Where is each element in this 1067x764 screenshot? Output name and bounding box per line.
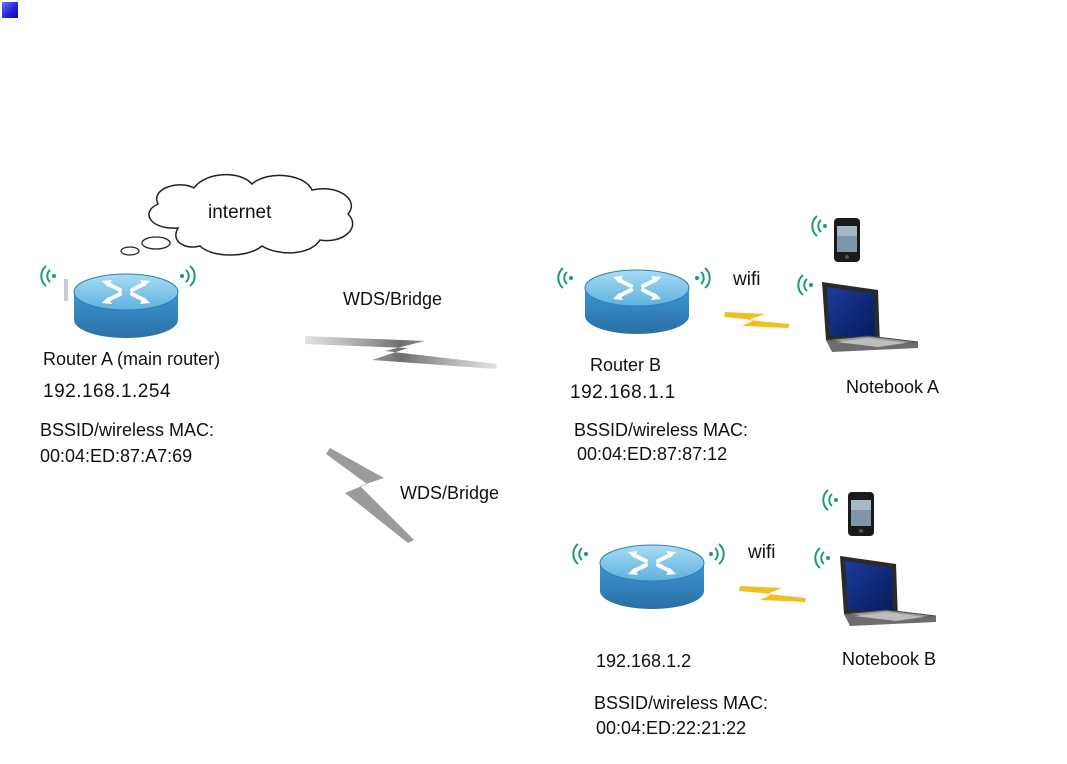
router-b-wave-left-icon bbox=[558, 268, 573, 288]
wifi-link-c-lightning-icon bbox=[739, 586, 806, 602]
internet-label: internet bbox=[208, 202, 271, 224]
notebook-a-label: Notebook A bbox=[846, 377, 939, 398]
wds-link-top-label: WDS/Bridge bbox=[343, 289, 442, 310]
phone-b-icon bbox=[848, 492, 874, 536]
router-b-name: Router B bbox=[590, 355, 661, 376]
router-c-wave-left-icon bbox=[573, 544, 588, 564]
router-c-mac-label: BSSID/wireless MAC: bbox=[594, 693, 768, 714]
router-a-mac: 00:04:ED:87:A7:69 bbox=[40, 446, 192, 467]
notebook-b-wave-icon bbox=[815, 548, 830, 568]
router-a-ip: 192.168.1.254 bbox=[43, 381, 171, 403]
phone-b-wave-icon bbox=[823, 490, 838, 510]
wds-link-top-lightning-icon bbox=[305, 336, 497, 369]
notebook-b-label: Notebook B bbox=[842, 649, 936, 670]
router-a-mac-label: BSSID/wireless MAC: bbox=[40, 420, 214, 441]
router-b-mac: 00:04:ED:87:87:12 bbox=[577, 444, 727, 465]
router-b-wifi-label: wifi bbox=[733, 269, 760, 291]
router-a-wave-left-icon bbox=[41, 266, 56, 286]
router-a-name: Router A (main router) bbox=[43, 349, 220, 370]
router-b-ip: 192.168.1.1 bbox=[570, 382, 676, 404]
notebook-a-laptop-icon bbox=[822, 282, 918, 352]
router-c-wave-right-icon bbox=[709, 544, 724, 564]
router-b-mac-label: BSSID/wireless MAC: bbox=[574, 420, 748, 441]
router-a-wave-right-icon bbox=[180, 266, 195, 286]
router-a-antenna-icon bbox=[64, 279, 68, 301]
router-a-icon bbox=[74, 274, 178, 338]
router-c-wifi-label: wifi bbox=[748, 542, 775, 564]
notebook-b-laptop-icon bbox=[840, 556, 936, 626]
wifi-link-b-lightning-icon bbox=[724, 312, 790, 328]
router-c-ip: 192.168.1.2 bbox=[596, 651, 691, 672]
router-c-mac: 00:04:ED:22:21:22 bbox=[596, 718, 746, 739]
router-b-wave-right-icon bbox=[695, 268, 710, 288]
notebook-a-wave-icon bbox=[798, 275, 813, 295]
phone-a-wave-icon bbox=[812, 216, 827, 236]
router-c-icon bbox=[600, 545, 704, 609]
wds-link-bottom-label: WDS/Bridge bbox=[400, 483, 499, 504]
router-b-icon bbox=[585, 270, 689, 334]
phone-a-icon bbox=[834, 218, 860, 262]
